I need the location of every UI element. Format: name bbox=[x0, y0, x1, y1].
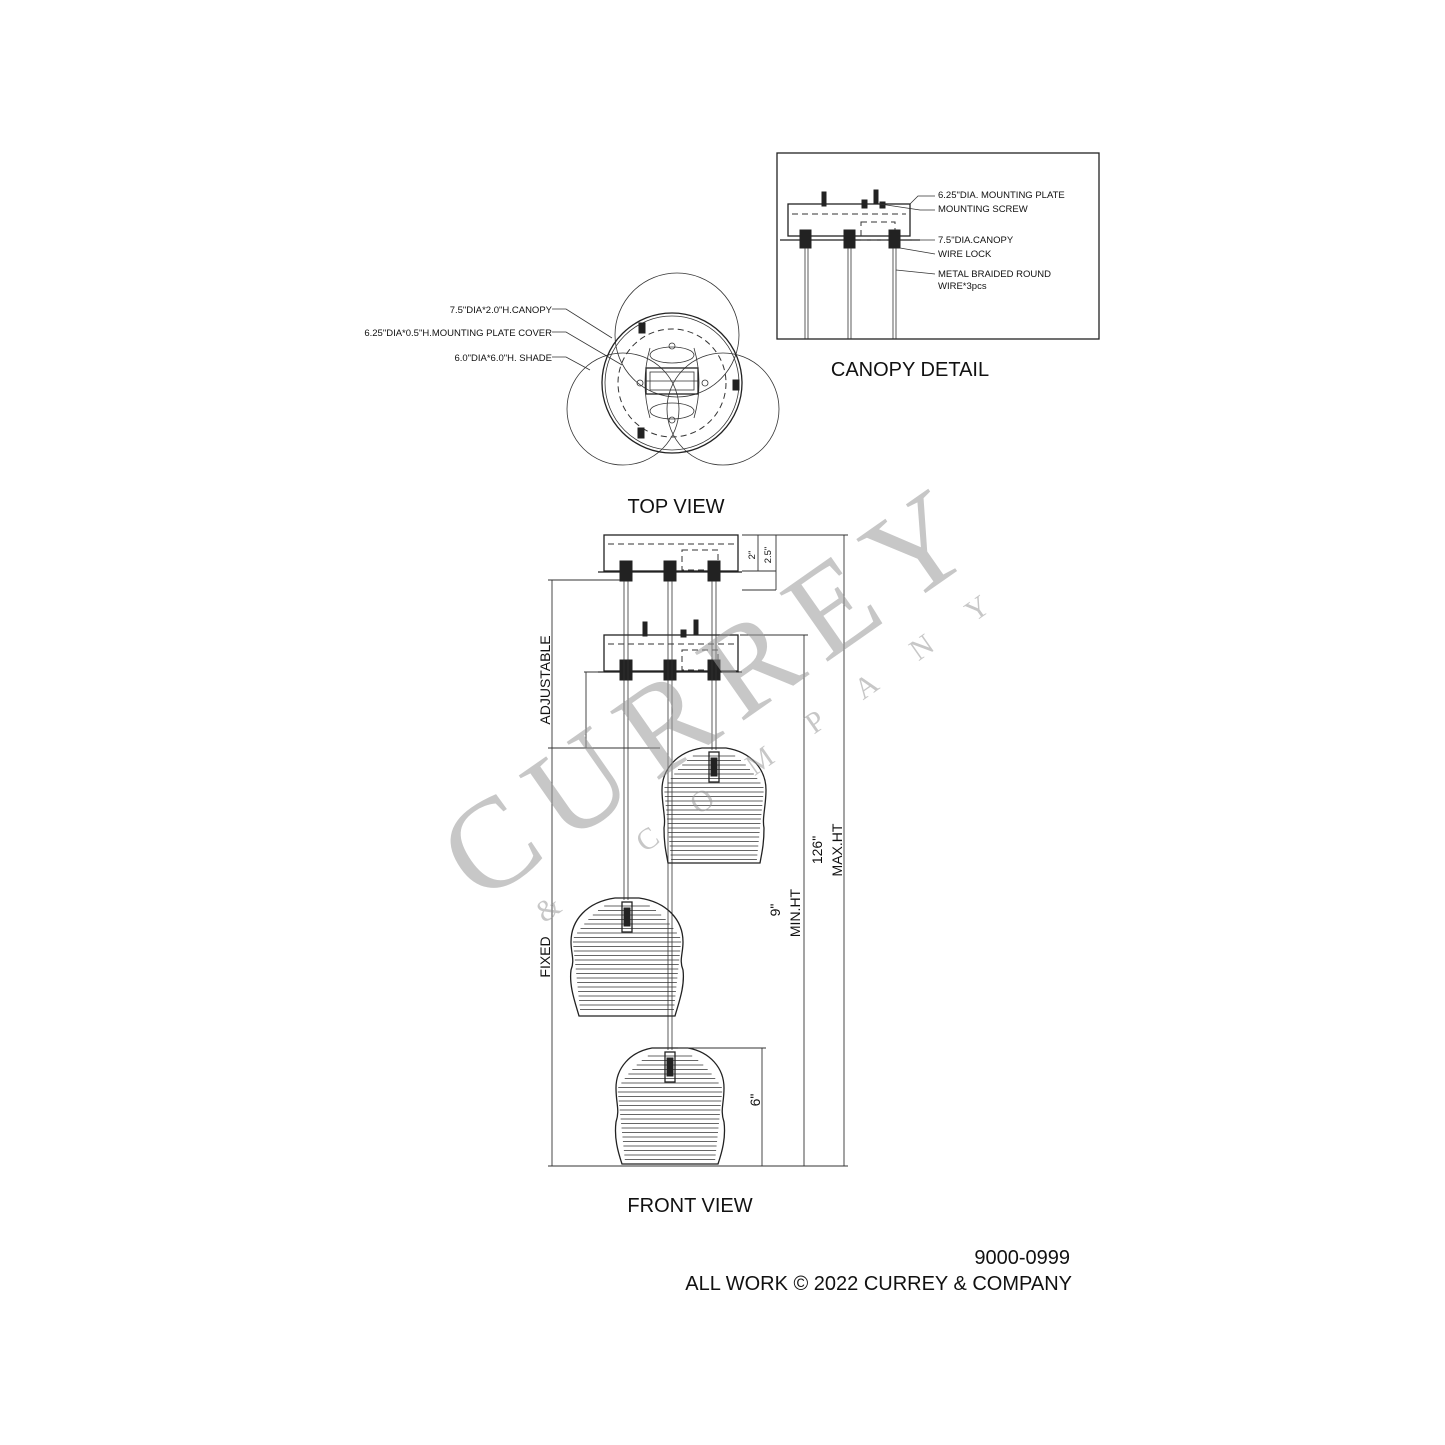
dim-max-value: 126" bbox=[809, 836, 825, 864]
canopy-detail-label: 7.5"DIA.CANOPY bbox=[938, 235, 1014, 246]
canopy-detail-label: 6.25"DIA. MOUNTING PLATE bbox=[938, 190, 1065, 201]
shade-outline bbox=[614, 272, 740, 398]
model-code: 9000-0999 bbox=[974, 1247, 1070, 1269]
top-view-mounting-plate bbox=[617, 328, 727, 438]
wire-lock-icon bbox=[888, 229, 901, 249]
pendant-shade bbox=[661, 747, 767, 864]
top-view: 7.5"DIA*2.0"H.CANOPY 6.25"DIA*0.5"H.MOUN… bbox=[364, 272, 780, 518]
canopy-detail-label: WIRE*3pcs bbox=[938, 281, 987, 292]
pendant-shade bbox=[614, 1047, 726, 1165]
watermark: CURREY & COMPANY bbox=[415, 452, 1034, 929]
canopy-detail-label: METAL BRAIDED ROUND bbox=[938, 269, 1051, 280]
canopy-detail-title: CANOPY DETAIL bbox=[831, 359, 989, 381]
top-view-label: 6.25"DIA*0.5"H.MOUNTING PLATE COVER bbox=[364, 328, 552, 339]
dim-fixed: FIXED bbox=[537, 936, 553, 977]
copyright: ALL WORK © 2022 CURREY & COMPANY bbox=[685, 1273, 1072, 1295]
canopy-detail: 6.25"DIA. MOUNTING PLATE MOUNTING SCREW … bbox=[776, 152, 1100, 381]
dim-canopy-total: 2.5" bbox=[763, 547, 774, 564]
shade-outline bbox=[666, 352, 780, 466]
top-view-canopy bbox=[601, 312, 743, 454]
dim-canopy-height: 2" bbox=[747, 551, 758, 560]
dim-min-value: 9" bbox=[767, 904, 783, 917]
canopy-detail-label: WIRE LOCK bbox=[938, 249, 992, 260]
mounting-screw-icon bbox=[873, 189, 879, 205]
pendant-shade bbox=[569, 897, 685, 1017]
wire-lock-icon bbox=[843, 229, 856, 249]
dim-adjustable: ADJUSTABLE bbox=[537, 635, 553, 724]
dim-shade-height: 6" bbox=[747, 1094, 763, 1107]
wire-lock-icon bbox=[799, 229, 812, 249]
top-view-label: 6.0"DIA*6.0"H. SHADE bbox=[454, 353, 552, 364]
shade-outline bbox=[566, 352, 680, 466]
watermark-word: CURREY bbox=[415, 452, 1010, 928]
front-view: 2" 2.5" ADJUSTABLE FIXED 9" MIN.HT 126" … bbox=[537, 534, 848, 1217]
front-view-title: FRONT VIEW bbox=[627, 1195, 752, 1217]
dim-max-label: MAX.HT bbox=[829, 823, 845, 876]
top-view-title: TOP VIEW bbox=[627, 496, 724, 518]
canopy-detail-frame bbox=[776, 152, 1100, 340]
canopy-detail-label: MOUNTING SCREW bbox=[938, 204, 1028, 215]
dim-min-label: MIN.HT bbox=[787, 888, 803, 937]
top-view-label: 7.5"DIA*2.0"H.CANOPY bbox=[450, 305, 553, 316]
mounting-screw-icon bbox=[821, 191, 827, 207]
